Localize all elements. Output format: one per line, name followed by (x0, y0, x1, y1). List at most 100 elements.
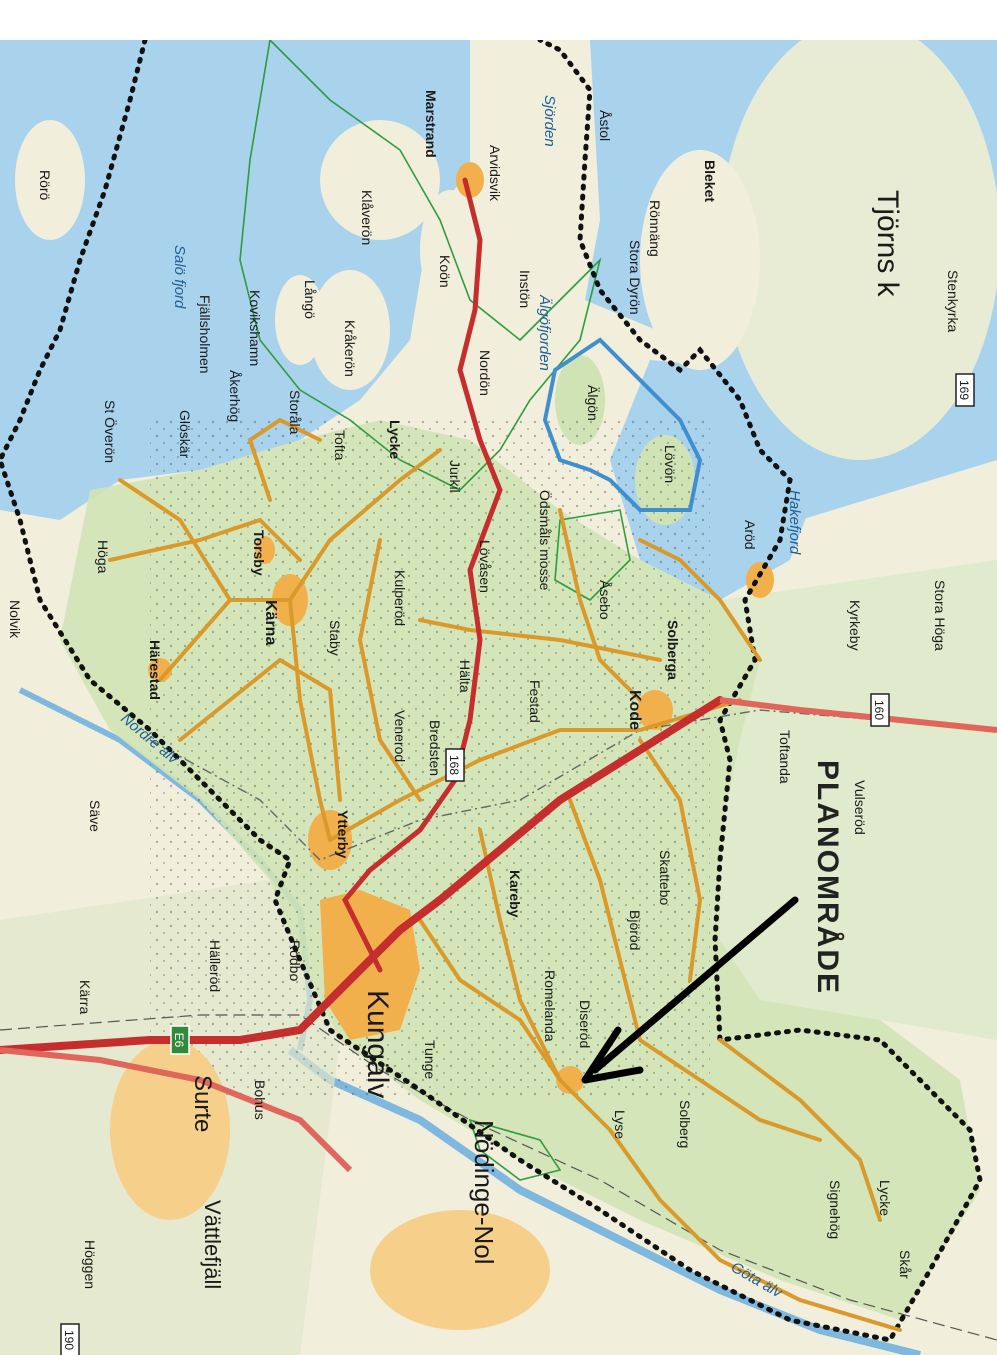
svg-text:160: 160 (872, 700, 886, 720)
place-karra: Kärra (77, 980, 93, 1014)
island-instron (485, 230, 535, 310)
urban-marstrand (456, 162, 484, 198)
place-bredsten: Bredsten (427, 720, 443, 776)
highway-e6-north (719, 697, 997, 733)
svg-text:169: 169 (957, 380, 971, 400)
place-save: Säve (87, 800, 103, 832)
road-shield-160: 160 (870, 693, 890, 727)
urban-aroed (746, 562, 774, 598)
nature-reserve-boundary-2 (554, 509, 631, 601)
urban-torsby (255, 536, 275, 564)
place-staby: Staby (327, 620, 343, 656)
urban-nodinge (370, 1210, 550, 1330)
place-hoga: Höga (95, 540, 111, 574)
road-shield-190: 190 (60, 1323, 80, 1355)
road-shield-169: 169 (955, 373, 975, 407)
place-bohus: Bohus (252, 1080, 268, 1120)
municipality-border (149, 709, 997, 861)
svg-text:168: 168 (447, 755, 461, 775)
island-marstrand (320, 120, 440, 240)
place-roro: Rörö (37, 170, 53, 201)
place-solberg: Solberg (677, 1100, 693, 1148)
place-hoggen: Höggen (82, 1240, 98, 1289)
place-lycke-east: Lycke (877, 1180, 893, 1216)
road-shield-e6: E6 (170, 1025, 190, 1055)
railway (0, 1014, 997, 1341)
place-kovikshamn: Kovikshamn (247, 290, 263, 366)
place-ronnang: Rönnäng (647, 200, 663, 257)
place-bleket: Bleket (702, 160, 718, 202)
island-lango (275, 275, 325, 365)
place-arvidsvik: Arvidsvik (487, 145, 503, 202)
place-vulserod: Vulseröd (852, 780, 868, 835)
place-lyse: Lyse (612, 1110, 628, 1139)
place-kulperod: Kulperöd (392, 570, 408, 626)
place-jurkil: Jurkil (447, 460, 463, 493)
place-skar: Skår (897, 1250, 913, 1279)
island-kraker (310, 270, 390, 390)
island-roro (15, 120, 85, 240)
svg-text:E6: E6 (172, 1033, 186, 1048)
urban-diseröd (556, 1066, 584, 1094)
place-karreby: Kareby (507, 870, 523, 918)
place-odsmals-mosse: Ödsmåls mosse (537, 490, 554, 591)
place-kladeron: Klåverön (359, 190, 375, 245)
place-ytterby: Ytterby (335, 810, 351, 858)
place-akerhog: Åkerhög (227, 370, 243, 422)
place-venerod: Venerod (392, 710, 408, 762)
place-rodbo: Rödbo (287, 940, 303, 981)
place-st-overon: St Överön (102, 400, 119, 463)
place-tjorns-k: Tjörns k (871, 190, 904, 298)
place-signehog: Signehög (827, 1180, 843, 1239)
place-bjorod: Björöd (627, 910, 643, 950)
place-fjallsholmen: Fjällsholmen (197, 295, 213, 374)
nature-reserve-boundary-3 (468, 1118, 562, 1181)
place-kungalv: Kungälv (361, 990, 394, 1098)
place-tofta: Tofta (332, 430, 348, 461)
island-tjorn (720, 40, 997, 460)
place-krakeron: Kråkerön (342, 320, 358, 377)
island-koon (420, 190, 480, 310)
road-shield-168: 168 (445, 748, 465, 782)
protected-area-boundary (542, 337, 703, 512)
urban-kode (637, 690, 673, 730)
planning-area-boundary (0, 40, 983, 1343)
water-salo-fjord: Salö fjord (171, 245, 188, 309)
place-instron: Instön (517, 270, 533, 308)
place-stora-hoga: Stora Höga (932, 580, 948, 651)
place-nordon: Nordön (477, 350, 493, 396)
planning-area-label: PLANOMRÅDE (811, 760, 844, 995)
place-lovasen: Lövåsen (477, 540, 493, 593)
water-algofjorden: Älgöfjorden (536, 294, 553, 371)
place-aroed: Aröd (742, 520, 758, 550)
place-solberga: Solberga (665, 620, 681, 680)
place-kode: Kode (626, 690, 643, 730)
place-torsby: Torsby (251, 530, 267, 576)
place-lango: Långö (302, 280, 318, 319)
water-hakefjord: Hakefjord (786, 490, 803, 555)
place-koon: Koön (437, 255, 453, 288)
place-gloskar: Glöskär (177, 410, 193, 459)
svg-text:190: 190 (62, 1330, 76, 1350)
place-astol: Åstol (597, 110, 613, 141)
place-festad: Festad (527, 680, 543, 723)
place-kyrkeby: Kyrkeby (847, 600, 863, 651)
place-asebo: Åsebo (597, 580, 613, 620)
place-lovon: Lövön (662, 445, 678, 483)
place-marstrand: Marstrand (423, 90, 439, 158)
highway-south (0, 1047, 353, 1173)
secondary-roads (108, 417, 902, 1332)
place-surte: Surte (189, 1075, 216, 1132)
topographic-map: 168 169 160 E6 190 PLANOMRÅDE Kungälv Tj… (0, 40, 997, 1355)
pointer-arrow (581, 896, 799, 1084)
place-storala: Storåla (287, 390, 303, 435)
place-stenkyrka: Stenkyrka (945, 270, 961, 332)
place-skattebo: Skattebo (657, 850, 673, 905)
place-harestad: Härestad (147, 640, 163, 700)
place-toftanda: Toftanda (777, 730, 793, 784)
place-diseröd: Diseröd (577, 1000, 593, 1048)
place-vattlefjall: Vättlefjäll (200, 1200, 225, 1289)
road-168 (342, 177, 503, 973)
highway-e6 (0, 696, 724, 1054)
place-dyron: Stora Dyrön (627, 240, 643, 315)
